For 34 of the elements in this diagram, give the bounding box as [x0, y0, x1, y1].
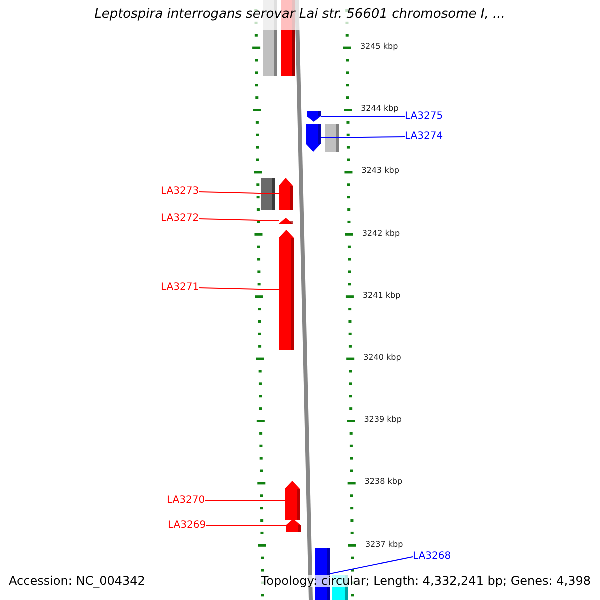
gene-feature — [306, 124, 321, 152]
gene-feature — [279, 230, 294, 350]
gene-label: LA3275 — [405, 111, 444, 123]
leader-line — [330, 556, 414, 574]
scale-label: 3245 kbp — [360, 42, 398, 52]
scale-label: 3238 kbp — [364, 477, 403, 488]
gene-feature — [279, 218, 293, 224]
scale-label: 3242 kbp — [362, 228, 400, 239]
scale-label: 3240 kbp — [364, 353, 402, 363]
gene-label: LA3270 — [167, 495, 206, 507]
scale-label: 3239 kbp — [364, 415, 402, 426]
leader-line — [198, 218, 280, 222]
gene-label: LA3272 — [161, 213, 200, 225]
leader-line — [198, 288, 280, 290]
leader-line — [320, 116, 406, 118]
gene-label: LA3273 — [161, 186, 200, 198]
gene-feature — [307, 111, 321, 122]
gene-label: LA3269 — [168, 520, 206, 532]
gene-label: LA3271 — [161, 282, 200, 294]
gene-feature — [286, 519, 301, 532]
leader-line — [198, 192, 280, 194]
scale-label: 3243 kbp — [362, 166, 400, 176]
scale-label: 3237 kbp — [365, 540, 404, 550]
info-text: Topology: circular; Length: 4,332,241 bp; Genes: 4,398 — [261, 575, 591, 587]
scale-label: 3244 kbp — [361, 104, 399, 114]
title: Leptospira interrogans serovar Lai str. 56601 chromosome I, ... — [94, 7, 506, 22]
leader-line — [320, 136, 406, 138]
scale-label: 3241 kbp — [362, 290, 401, 301]
gene-feature — [279, 178, 293, 210]
info-text: Accession: NC_004342 — [9, 575, 146, 587]
leader-line — [206, 525, 286, 526]
leader-line — [204, 500, 286, 502]
gene-label: LA3268 — [413, 551, 452, 563]
gene-label: LA3274 — [405, 131, 444, 143]
